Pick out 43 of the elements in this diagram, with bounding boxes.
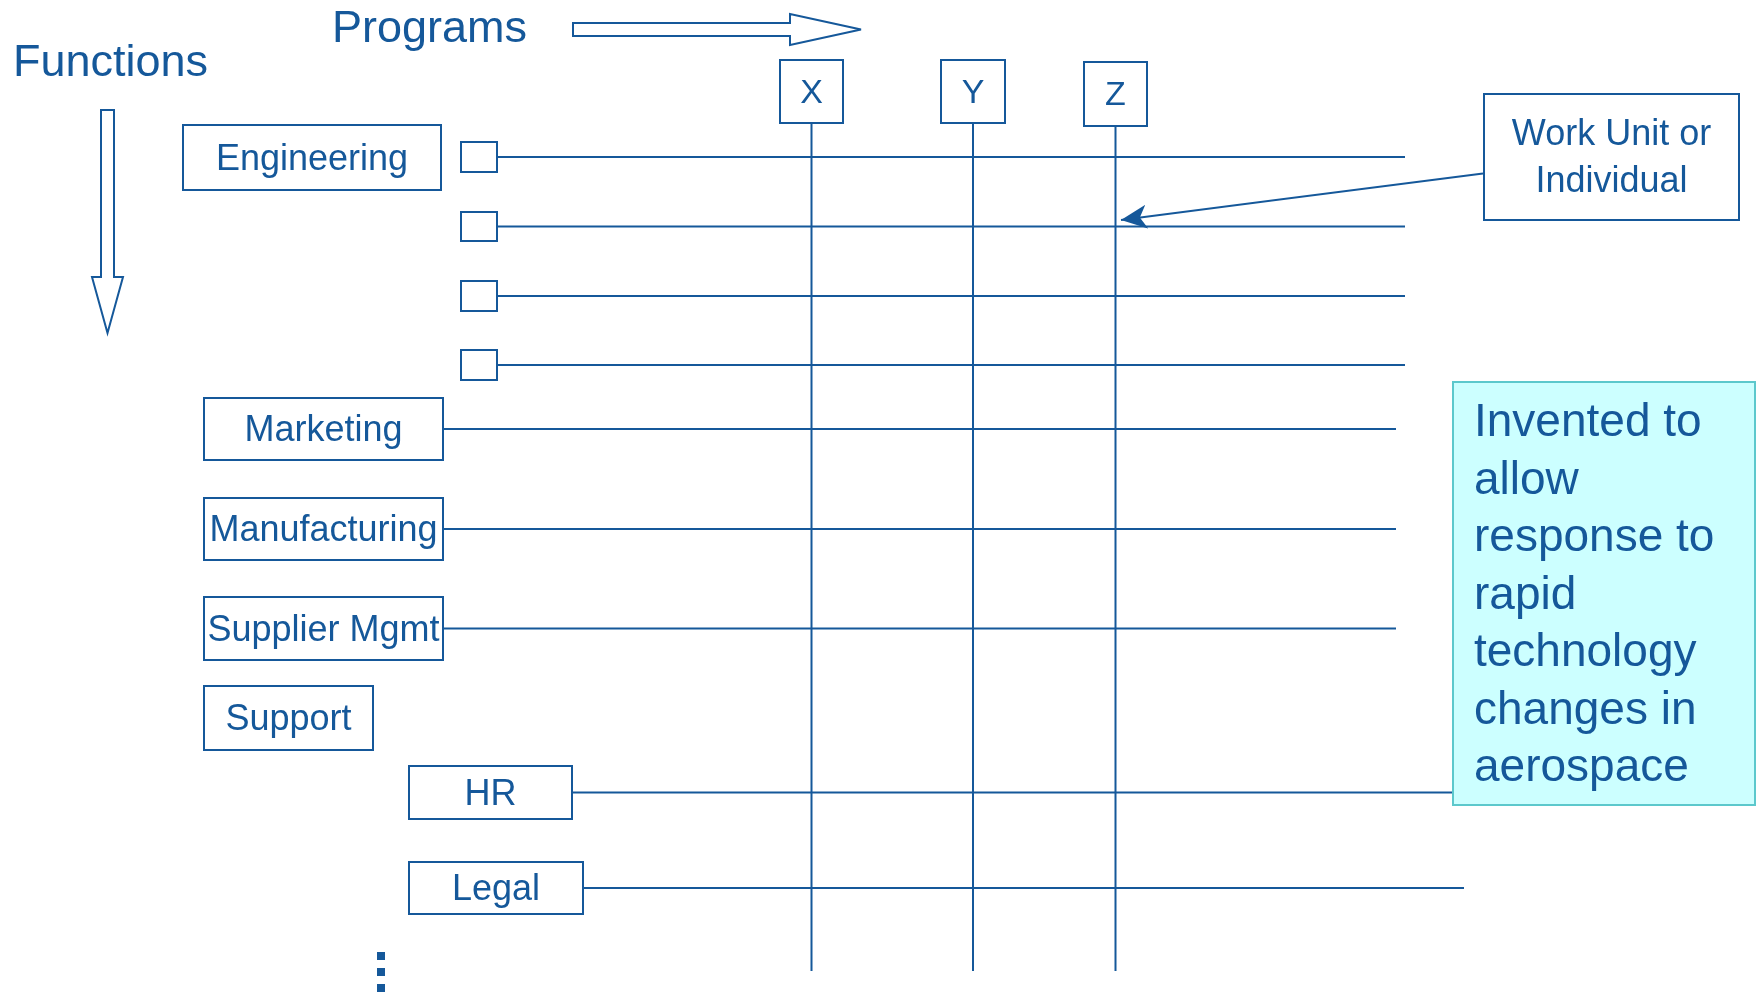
grid-line <box>572 791 1453 794</box>
grid-line <box>1114 126 1117 972</box>
function-box <box>408 861 584 915</box>
grid-line <box>443 627 1397 630</box>
function-label: Engineering <box>215 136 409 179</box>
empty-box <box>460 211 498 242</box>
function-label: HR <box>464 771 517 814</box>
empty-box <box>460 349 498 381</box>
function-label: Manufacturing <box>209 508 438 550</box>
axis-title: Programs <box>332 4 528 49</box>
program-label: X <box>800 71 823 112</box>
program-box <box>779 59 844 124</box>
function-label: Legal <box>451 867 541 909</box>
program-label: Z <box>1105 74 1126 114</box>
callout-text: Work Unit or Individual <box>1510 111 1713 202</box>
grid-line <box>497 225 1406 228</box>
function-label: Marketing <box>244 408 403 450</box>
function-label: Supplier Mgmt <box>207 607 440 650</box>
function-label: Support <box>225 697 352 739</box>
program-box <box>940 59 1006 124</box>
function-box <box>203 497 444 561</box>
note-text: Invented to allow response to rapid technology changes in aerospace <box>1474 393 1716 794</box>
program-box <box>1083 61 1148 127</box>
grid-line <box>497 156 1406 158</box>
grid-line <box>972 123 974 972</box>
axis-title: Functions <box>13 38 209 83</box>
grid-line <box>443 528 1397 530</box>
empty-box <box>460 141 498 173</box>
leader-arrow <box>1120 172 1484 229</box>
function-box <box>203 685 374 751</box>
callout-box <box>1483 93 1740 221</box>
function-box <box>203 596 444 661</box>
grid-line <box>810 123 813 972</box>
grid-line <box>443 428 1397 430</box>
grid-line <box>583 887 1465 889</box>
note-box <box>1452 381 1756 806</box>
grid-line <box>497 295 1406 297</box>
function-box <box>408 765 573 820</box>
grid-line <box>497 364 1406 366</box>
program-label: Y <box>961 71 985 112</box>
function-box <box>182 124 442 191</box>
empty-box <box>460 280 498 312</box>
function-box <box>203 397 444 461</box>
